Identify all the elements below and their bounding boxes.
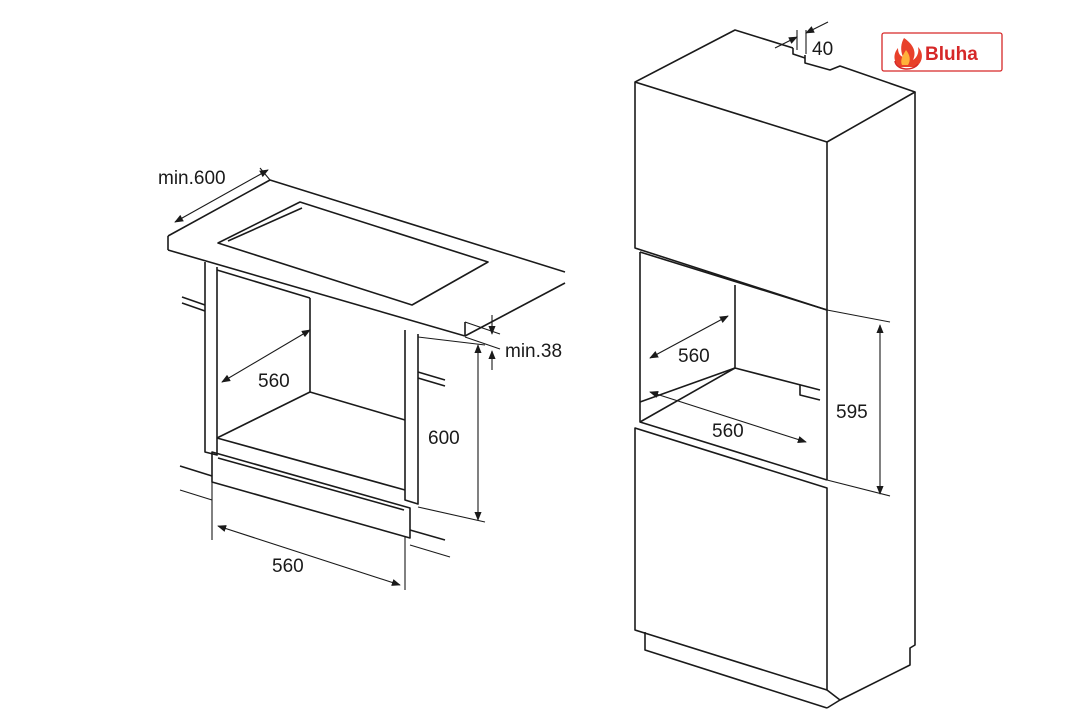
label-height-600: 600	[428, 428, 460, 449]
right-dimensions: 40 560 560 595	[649, 21, 891, 497]
flame-icon	[894, 38, 922, 70]
under-counter-cabinet	[167, 179, 566, 558]
label-inner-depth-560: 560	[258, 371, 290, 392]
label-min-600: min.600	[158, 168, 226, 189]
tall-cabinet	[634, 29, 916, 709]
label-gap-40: 40	[812, 39, 833, 60]
logo-text: Bluha	[925, 44, 978, 65]
label-niche-depth-560: 560	[678, 346, 710, 367]
brand-logo: Bluha	[881, 32, 1003, 72]
label-niche-width-560: 560	[712, 421, 744, 442]
label-niche-height-595: 595	[836, 402, 868, 423]
label-width-560: 560	[272, 556, 304, 577]
label-min-38: min.38	[505, 341, 562, 362]
left-dimensions: min.600 min.38 560 600 560	[158, 167, 562, 590]
